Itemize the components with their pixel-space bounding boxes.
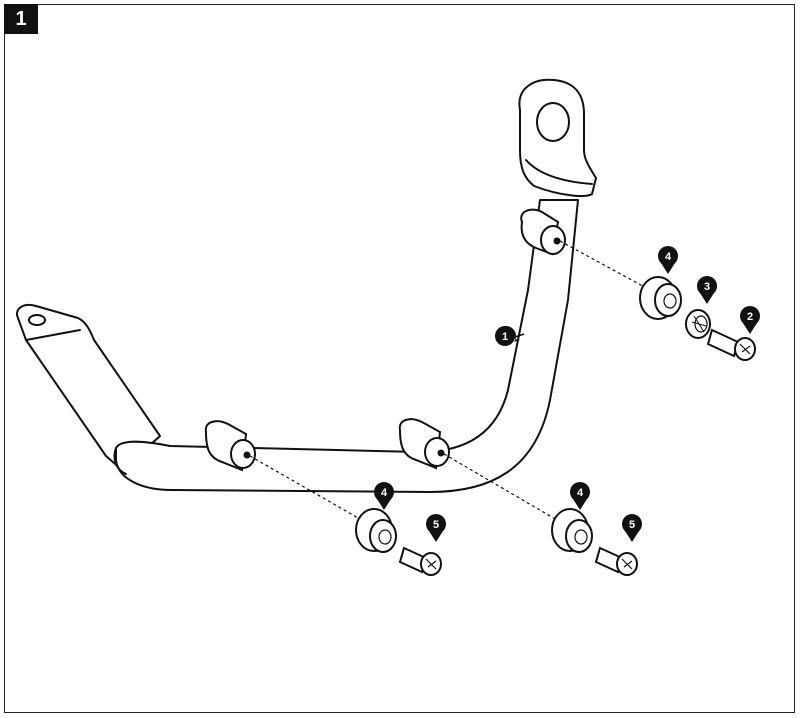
bolt-part5-left — [398, 546, 442, 576]
callout-2-label: 2 — [747, 311, 753, 323]
left-bracket — [16, 304, 161, 471]
callout-5-right: 5 — [622, 514, 642, 542]
boss-middle-face — [424, 437, 450, 467]
callout-5-left: 5 — [426, 514, 446, 542]
mounting-bosses — [204, 208, 566, 472]
callout-4-right: 4 — [570, 482, 590, 510]
tube-left-end — [113, 447, 127, 475]
top-bracket-edge — [525, 159, 593, 185]
callout-1-label: 1 — [502, 331, 508, 343]
boss-upper-hole — [553, 237, 561, 245]
spacer-left — [355, 508, 397, 553]
washer-part3 — [685, 309, 711, 339]
spacer-right — [551, 508, 593, 553]
diagram-frame — [4, 4, 795, 713]
frame-bar — [16, 78, 597, 493]
callout-3: 3 — [697, 276, 717, 304]
callout-4-upper-label: 4 — [665, 251, 672, 263]
tube-outline — [115, 199, 579, 493]
step-number-badge: 1 — [4, 4, 38, 34]
top-bracket-hole — [536, 102, 570, 142]
line-left — [249, 455, 387, 535]
bolt-part5-right — [594, 546, 638, 576]
left-bracket-hole — [28, 314, 46, 326]
assembly-lines — [249, 240, 673, 538]
callout-3-label: 3 — [704, 281, 710, 293]
spacer-upper — [639, 276, 682, 320]
boss-left-face — [230, 439, 256, 469]
callout-5-left-label: 5 — [433, 519, 439, 531]
callout-4-left: 4 — [374, 482, 394, 510]
bolt-part2 — [706, 328, 756, 361]
callout-4-left-label: 4 — [381, 487, 388, 499]
left-bracket-edge — [25, 329, 81, 341]
callout-5-right-label: 5 — [629, 519, 635, 531]
callout-4-right-label: 4 — [577, 487, 584, 499]
callout-1: 1 — [495, 325, 525, 346]
boss-middle-hole — [437, 449, 445, 457]
boss-left-hole — [243, 451, 251, 459]
callout-2: 2 — [740, 306, 760, 334]
boss-upper-face — [540, 225, 566, 255]
callout-4-upper: 4 — [658, 246, 678, 274]
